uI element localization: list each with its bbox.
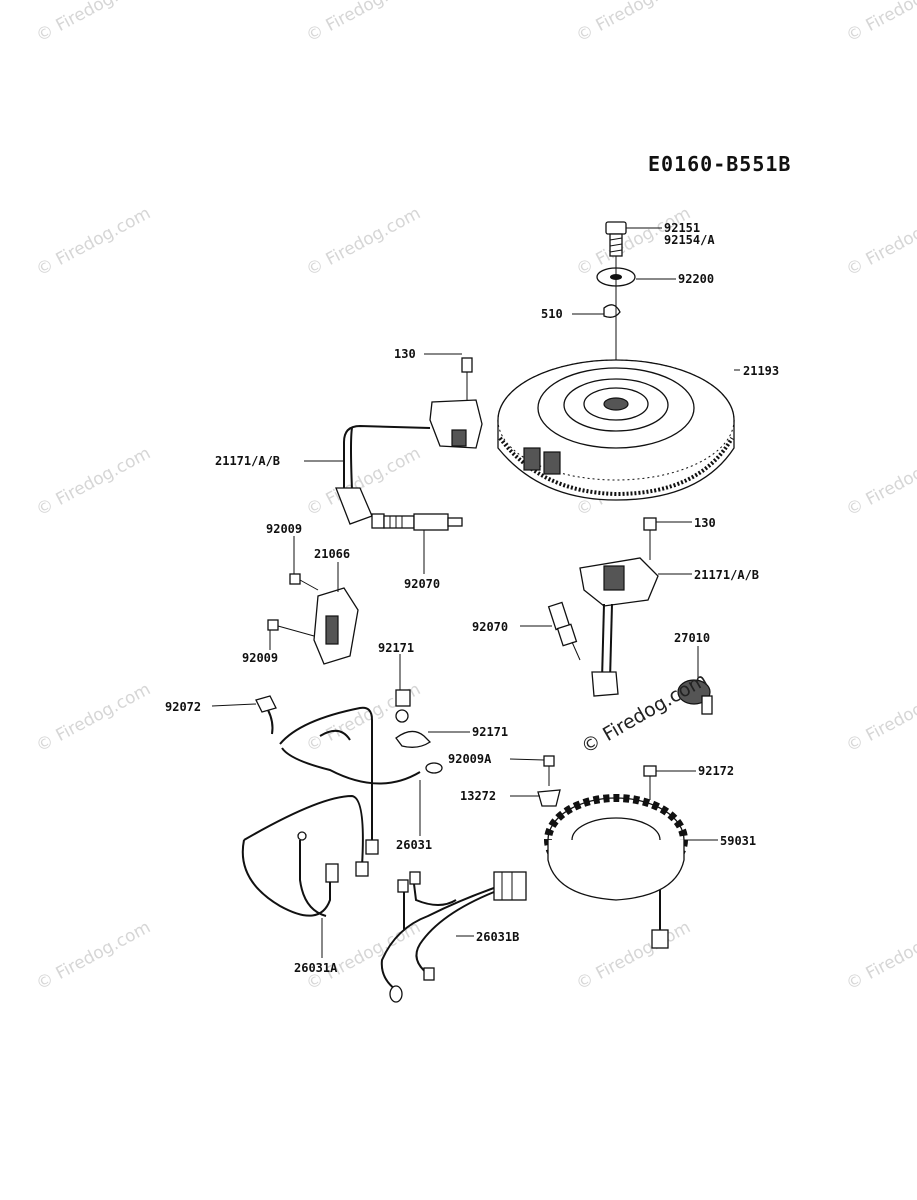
part-label: 21171/A/B — [215, 454, 280, 468]
watermark: © Firedog.com — [303, 0, 424, 46]
part-label: 59031 — [720, 834, 756, 848]
wire-harness-26031B — [380, 871, 527, 1003]
part-label: 26031 — [396, 838, 432, 852]
part-label: 92009 — [266, 522, 302, 536]
watermark: © Firedog.com — [33, 679, 154, 756]
part-label: 27010 — [674, 631, 710, 645]
part-labels: 92151 92154/A 92200 510 130 21193 21171/… — [165, 221, 779, 975]
part-label: 21171/A/B — [694, 568, 759, 582]
part-label: 21066 — [314, 547, 350, 561]
ignition-coil-right — [579, 517, 659, 697]
part-label: 92172 — [698, 764, 734, 778]
wire-harness-26031 — [279, 706, 443, 855]
part-label: 92070 — [404, 577, 440, 591]
part-label: 92009 — [242, 651, 278, 665]
flywheel-key — [603, 304, 621, 318]
watermark: © Firedog.com — [33, 0, 154, 46]
watermark: © Firedog.com — [843, 679, 917, 756]
spark-plug-right — [547, 601, 581, 661]
watermark: © Firedog.com — [33, 443, 154, 520]
part-label: 92171 — [472, 725, 508, 739]
connector-92171 — [395, 689, 432, 748]
terminal-cap — [255, 695, 277, 735]
part-label: 92154/A — [664, 233, 715, 247]
part-label: 92072 — [165, 700, 201, 714]
watermark: © Firedog.com — [33, 203, 154, 280]
flywheel — [497, 359, 735, 501]
part-label: 92171 — [378, 641, 414, 655]
wire-harness-26031A — [241, 794, 369, 917]
watermark-layer: © Firedog.com © Firedog.com © Firedog.co… — [33, 0, 917, 994]
part-label: 130 — [394, 347, 416, 361]
watermark: © Firedog.com — [843, 443, 917, 520]
part-label: 130 — [694, 516, 716, 530]
watermark: © Firedog.com — [843, 0, 917, 46]
part-label: 92151 — [664, 221, 700, 235]
part-label: 26031A — [294, 961, 338, 975]
leader-lines — [211, 227, 740, 958]
watermark: © Firedog.com — [573, 0, 694, 46]
part-label: 510 — [541, 307, 563, 321]
watermark: © Firedog.com — [573, 917, 694, 994]
watermark: © Firedog.com — [33, 917, 154, 994]
part-label: 13272 — [460, 789, 496, 803]
part-label: 26031B — [476, 930, 519, 944]
watermark: © Firedog.com — [843, 203, 917, 280]
part-label: 92070 — [472, 620, 508, 634]
ignition-coil-top — [335, 357, 483, 525]
spark-plug-left — [371, 513, 463, 531]
voltage-regulator — [267, 573, 359, 665]
part-label: 21193 — [743, 364, 779, 378]
diagram-code: E0160-B551B — [648, 152, 792, 176]
watermark: © Firedog.com — [843, 917, 917, 994]
part-label: 92009A — [448, 752, 492, 766]
stator — [544, 794, 688, 949]
part-label: 92200 — [678, 272, 714, 286]
diode-assembly — [677, 679, 713, 715]
watermark: © Firedog.com — [303, 203, 424, 280]
